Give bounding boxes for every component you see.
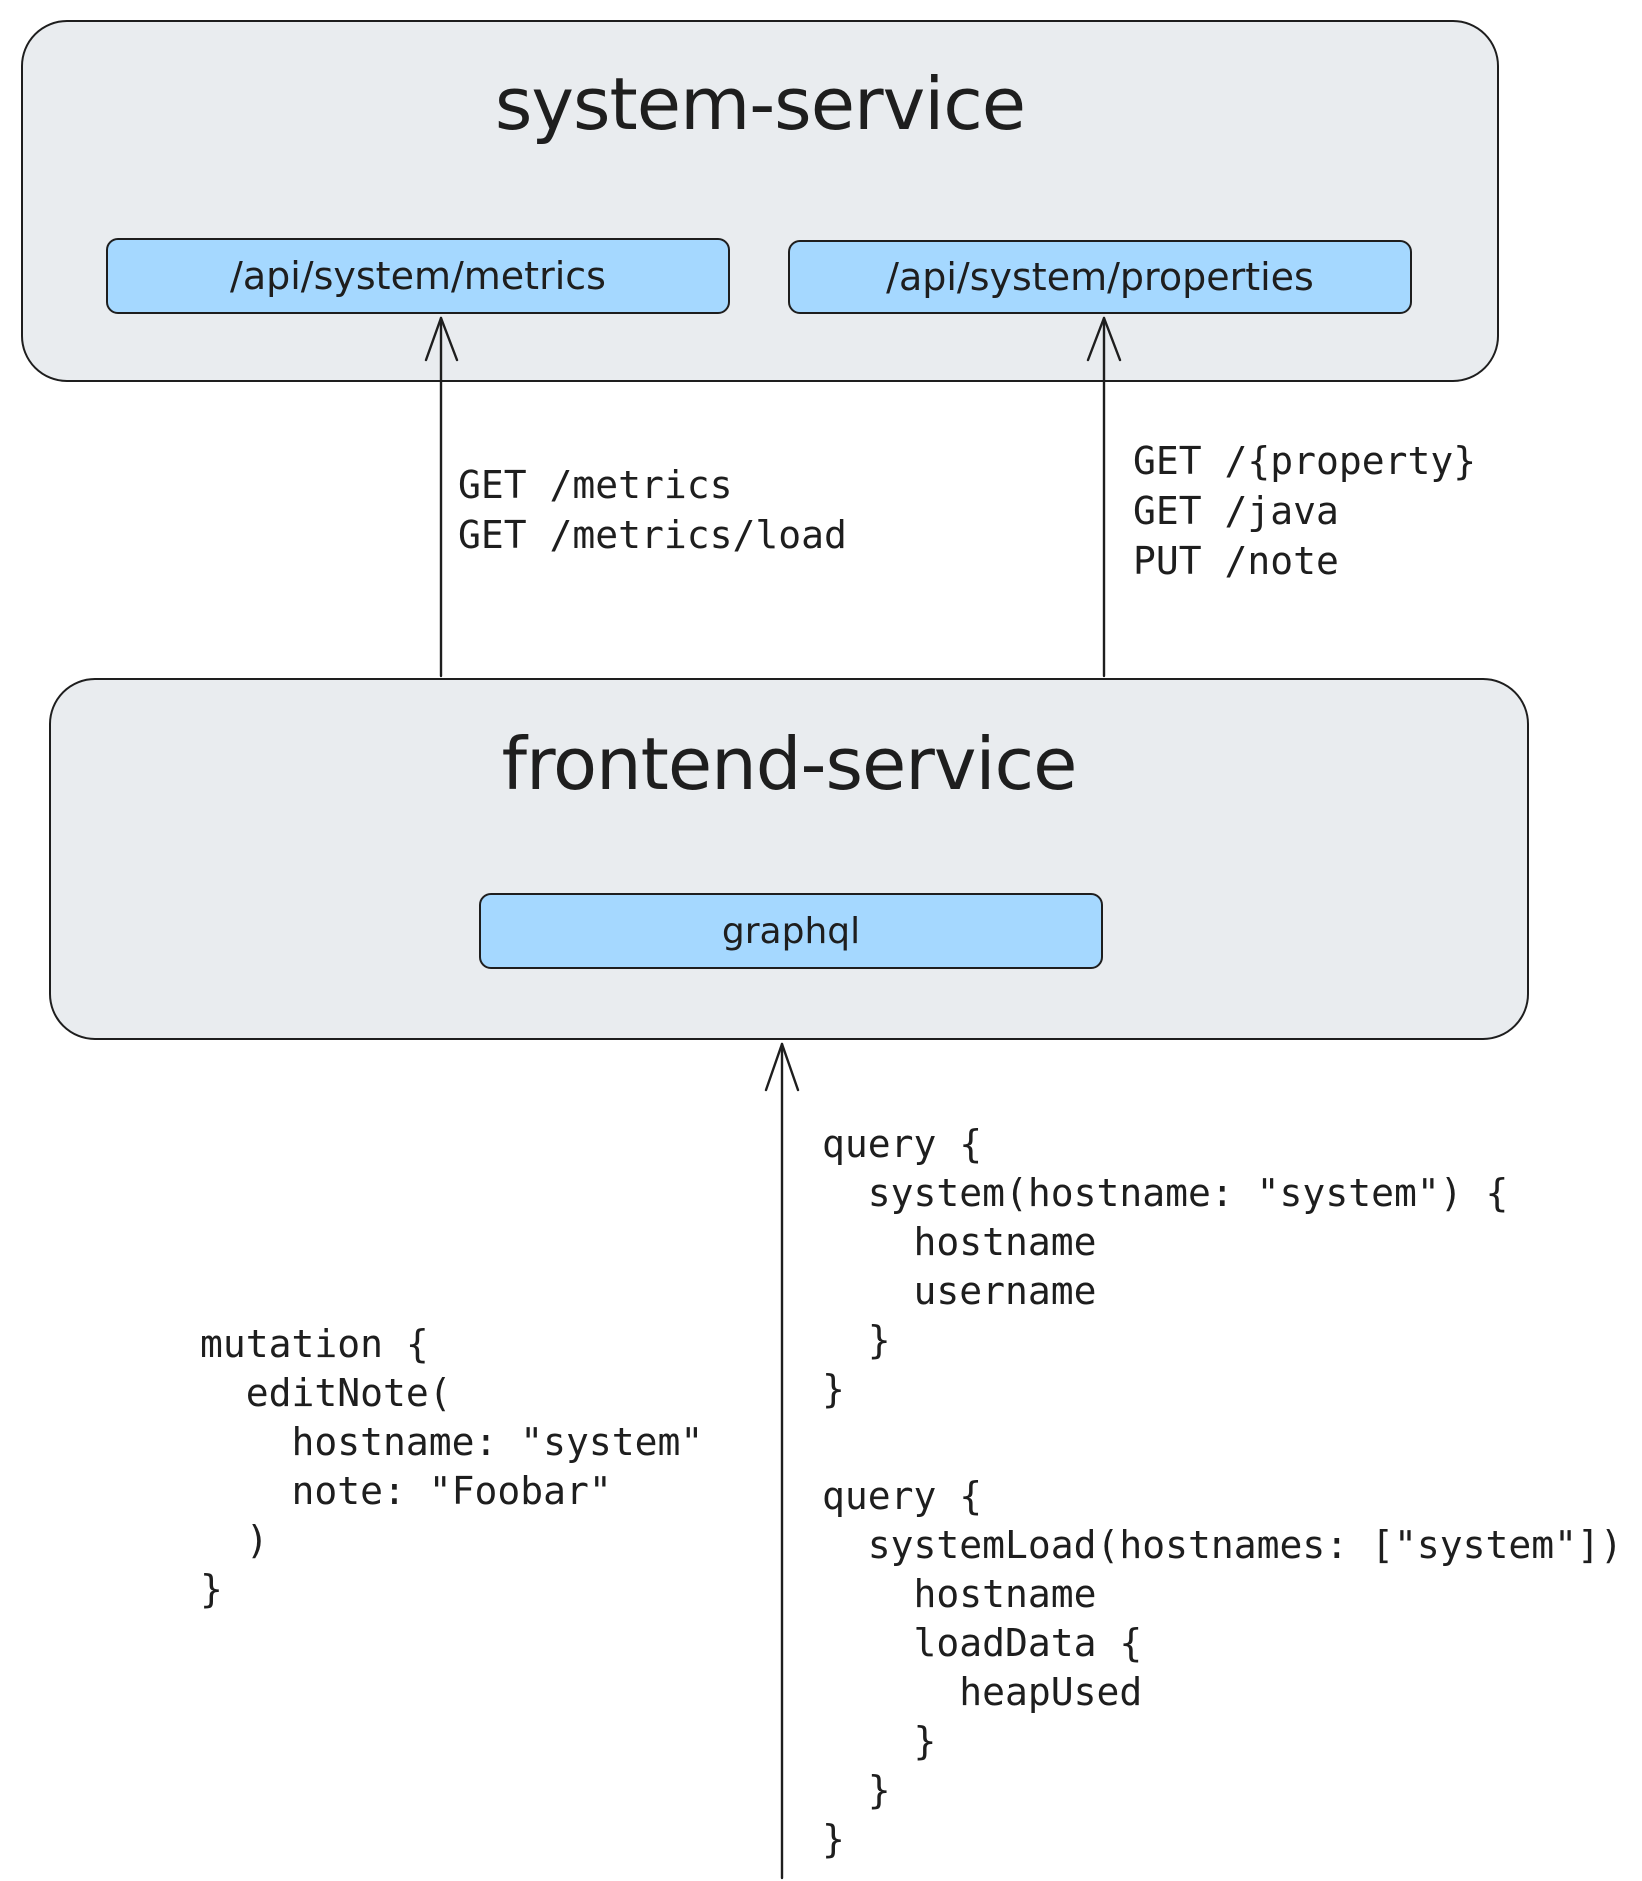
frontend-service-box: frontend-service graphql bbox=[49, 678, 1529, 1040]
frontend-service-title: frontend-service bbox=[501, 722, 1078, 806]
system-service-title: system-service bbox=[494, 62, 1026, 146]
properties-routes-label: GET /{property} GET /java PUT /note bbox=[1133, 439, 1477, 583]
query-system-snippet: query { system(hostname: "system") { hos… bbox=[822, 1122, 1509, 1411]
endpoint-api-system-metrics: /api/system/metrics bbox=[106, 238, 730, 314]
metrics-routes-label: GET /metrics GET /metrics/load bbox=[458, 463, 847, 557]
query-system-load-snippet: query { systemLoad(hostnames: ["system"]… bbox=[822, 1474, 1623, 1861]
endpoint-api-system-properties: /api/system/properties bbox=[788, 240, 1412, 314]
mutation-edit-note-snippet: mutation { editNote( hostname: "system" … bbox=[200, 1322, 704, 1611]
endpoint-graphql: graphql bbox=[479, 893, 1103, 969]
system-service-box: system-service /api/system/metrics /api/… bbox=[21, 20, 1499, 382]
arrow-to-graphql bbox=[764, 1042, 800, 1880]
